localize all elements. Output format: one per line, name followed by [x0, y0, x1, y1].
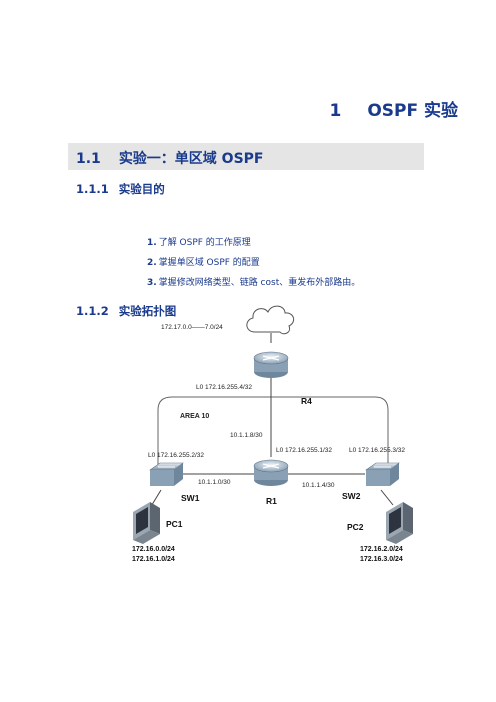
switch-sw1-icon	[149, 462, 184, 486]
cloud-icon	[246, 305, 295, 335]
subsection-topology-number: 1.1.2	[76, 304, 109, 318]
area-label: AREA 10	[180, 413, 209, 420]
area-boundary	[172, 396, 389, 474]
area-boundary	[157, 396, 173, 474]
r1-name-label: R1	[266, 496, 277, 506]
sw2-name-label: SW2	[342, 491, 361, 501]
subsection-topology-title: 实验拓扑图	[118, 304, 177, 318]
subsection-purpose-number: 1.1.1	[76, 182, 109, 196]
pc2-name-label: PC2	[347, 522, 364, 532]
pc1-net2-label: 172.16.1.0/24	[132, 556, 175, 563]
link-r1-sw2-label: 10.1.1.4/30	[302, 482, 335, 489]
section-heading-bar	[68, 143, 424, 170]
list-item: 3.掌握修改网络类型、链路 cost、重发布外部路由。	[147, 278, 361, 288]
subsection-purpose-title: 实验目的	[118, 182, 165, 196]
r1-loopback-label: L0 172.16.255.1/32	[276, 447, 332, 454]
router-r4-icon	[253, 351, 289, 378]
r4-name-label: R4	[301, 396, 312, 406]
link-sw2-pc2	[380, 489, 394, 506]
chapter-heading: 1 OSPF 实验	[0, 96, 458, 121]
pc1-name-label: PC1	[166, 519, 183, 529]
pc2-icon	[386, 502, 413, 544]
pc2-net1-label: 172.16.2.0/24	[360, 546, 403, 553]
sw1-name-label: SW1	[181, 493, 200, 503]
pc2-net2-label: 172.16.3.0/24	[360, 556, 403, 563]
sw2-loopback-label: L0 172.16.255.3/32	[349, 447, 405, 454]
section-heading: 1.1 实验一：单区域 OSPF	[76, 148, 264, 168]
list-item: 2.掌握单区域 OSPF 的配置	[147, 258, 260, 268]
subsection-topology-heading: 1.1.2 实验拓扑图	[76, 303, 176, 319]
section-title: 实验一：单区域 OSPF	[118, 151, 264, 167]
link-r4-r1-label: 10.1.1.8/30	[230, 432, 263, 439]
external-network-label: 172.17.0.0——7.0/24	[161, 324, 223, 331]
pc1-net1-label: 172.16.0.0/24	[132, 546, 175, 553]
sw1-loopback-label: L0 172.16.255.2/32	[148, 452, 204, 459]
r4-loopback-label: L0 172.16.255.4/32	[196, 384, 252, 391]
router-r1-icon	[253, 459, 289, 486]
list-item: 1.了解 OSPF 的工作原理	[147, 238, 251, 248]
section-number: 1.1	[76, 151, 101, 167]
subsection-purpose-heading: 1.1.1 实验目的	[76, 181, 165, 197]
chapter-number: 1	[329, 101, 342, 121]
pc1-icon	[133, 502, 160, 544]
purpose-list: 1.了解 OSPF 的工作原理 2.掌握单区域 OSPF 的配置 3.掌握修改网…	[147, 233, 360, 293]
link-sw1-r1-label: 10.1.1.0/30	[198, 479, 231, 486]
chapter-title: OSPF 实验	[367, 101, 458, 121]
switch-sw2-icon	[365, 462, 400, 486]
